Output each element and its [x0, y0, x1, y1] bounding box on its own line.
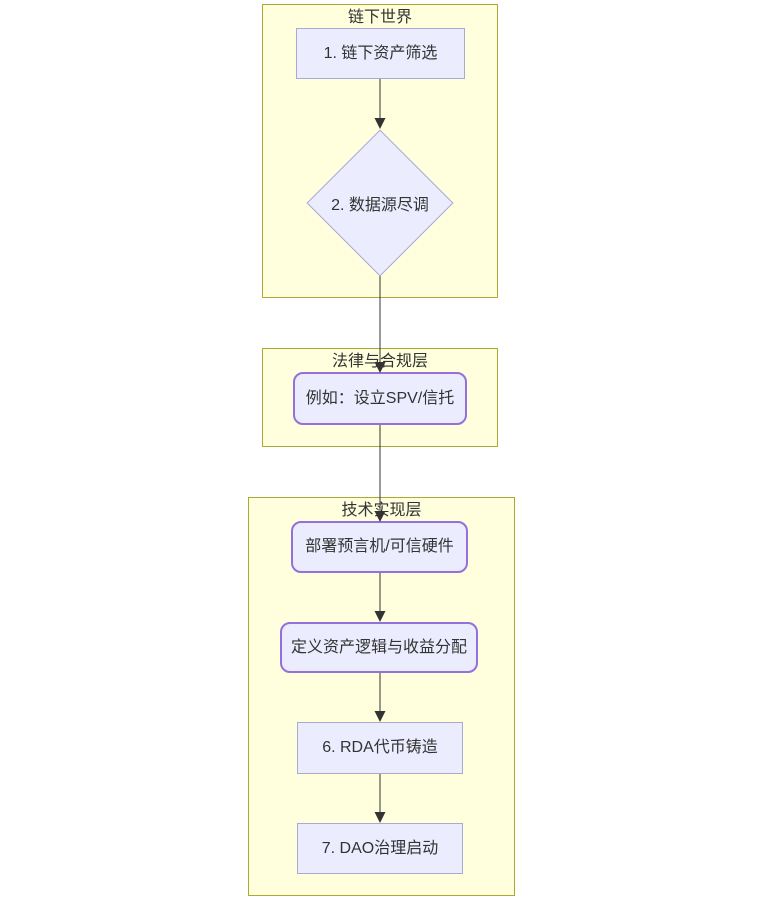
node-deploy-oracle-trusted-hardware: 部署预言机/可信硬件 — [291, 521, 468, 573]
cluster-legal-compliance-title: 法律与合规层 — [331, 353, 428, 370]
node-rda-token-minting: 6. RDA代币铸造 — [297, 722, 463, 774]
node-data-source-due-diligence: 2. 数据源尽调 — [331, 197, 429, 214]
node-define-asset-logic-revenue-distribution: 定义资产逻辑与收益分配 — [280, 622, 478, 673]
node-offchain-asset-screening: 1. 链下资产筛选 — [296, 28, 465, 79]
node-dao-governance-launch: 7. DAO治理启动 — [297, 823, 463, 874]
node-spv-trust-setup: 例如：设立SPV/信托 — [293, 372, 467, 425]
cluster-offchain-world-title: 链下世界 — [347, 9, 412, 26]
cluster-technical-implementation-title: 技术实现层 — [341, 502, 422, 519]
